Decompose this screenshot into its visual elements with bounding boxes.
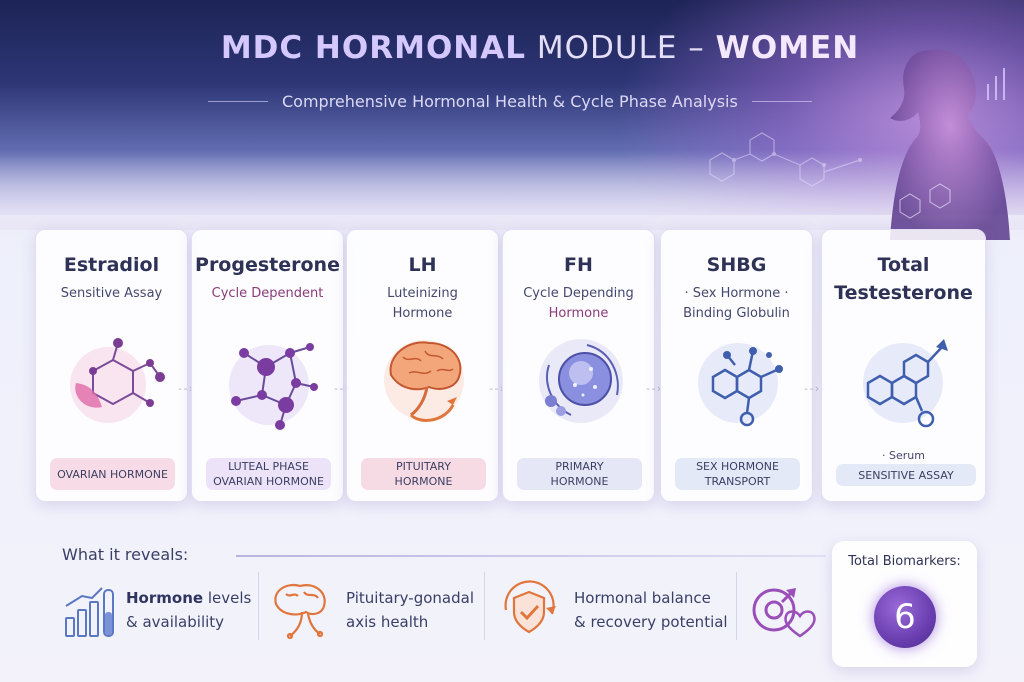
hexagon-network-decoration [709,132,862,187]
reveal-text: Hormone levels & availability [126,586,251,634]
card-badge-line-1: PITUITARY [396,460,451,473]
molecule-hexagon-icon [70,338,165,423]
biomarker-card-progesterone: Progesterone Cycle Dependent LUTEAL PHAS… [191,229,344,502]
reveal-item-pituitary-axis: Pituitary-gonadal axis health [268,578,474,642]
arrow-connector: - - › [334,382,349,395]
woman-silhouette-icon [890,49,1010,240]
card-badge: SEX HORMONE TRANSPORT [675,458,800,490]
reveal-text-line-1: Hormonal balance [574,589,711,607]
card-badge: PITUITARY HORMONE [361,458,486,490]
reveal-text-line-2: & availability [126,613,225,631]
arrow-connector: - - › [804,382,819,395]
card-badge-line: SENSITIVE ASSAY [858,468,954,482]
reveals-divider [236,555,826,557]
brain-icon [384,340,464,422]
subtitle-divider-left [208,100,268,102]
card-subtitle-line-2: Binding Globulin [683,306,790,321]
card-badge-line-1: SEX HORMONE [696,460,779,473]
card-title: LH [408,254,437,276]
title-part-3: WOMEN [715,30,860,66]
total-biomarkers-count: 6 [874,586,936,648]
shield-check-icon [504,580,556,634]
card-subtitle-line-2: Hormone [548,306,609,321]
biomarker-card-estradiol: Estradiol Sensitive Assay OVARIAN HORMON… [35,229,188,502]
card-badge-line: OVARIAN HORMONE [57,467,168,481]
subtitle-row: Comprehensive Hormonal Health & Cycle Ph… [208,88,848,114]
venus-heart-icon [752,588,816,638]
card-title: Progesterone [195,254,340,276]
card-badge-line-1: LUTEAL PHASE [228,460,309,473]
reveal-separator [484,572,485,640]
total-biomarkers-box: Total Biomarkers: 6 [832,541,977,667]
card-title: Estradiol [63,254,160,276]
card-badge: OVARIAN HORMONE [50,458,175,490]
card-badge-line-1: PRIMARY [555,460,604,473]
card-subtitle-line-2: Hormone [392,306,453,321]
card-badge: SENSITIVE ASSAY [836,464,976,486]
pituitary-brain-icon [274,583,326,640]
card-badge: PRIMARY HORMONE [517,458,642,490]
reveal-item-hormonal-balance: Hormonal balance & recovery potential [496,578,728,642]
subtitle-divider-right [751,100,812,102]
header-fade [0,150,1024,230]
card-subtitle-line-1: Luteinizing [387,286,458,301]
biomarker-card-fh: FH Cycle Depending Hormone PRIMARY HORMO… [502,229,655,502]
biomarker-card-total-testesterone: Total Testesterone · Serum SENSITIVE ASS… [821,229,986,502]
reveal-text-line-2: axis health [346,613,429,631]
reveal-text: Pituitary-gonadal axis health [346,586,474,634]
title-part-1: MDC HORMONAL [220,30,526,66]
reveal-text-bold: Hormone [126,589,204,607]
card-badge: LUTEAL PHASE OVARIAN HORMONE [206,458,331,490]
page-title: MDC HORMONAL MODULE – WOMEN [0,30,1024,66]
card-badge-line-2: HORMONE [394,475,453,488]
card-title-line-2: Testesterone [834,282,973,304]
card-subtitle-line-1: Cycle Depending [523,286,634,301]
subtitle: Comprehensive Hormonal Health & Cycle Ph… [282,91,738,111]
molecule-network-icon [229,343,318,430]
testosterone-molecule-icon [863,339,948,428]
follicle-cell-icon [539,339,623,423]
arrow-connector: - - › [489,382,504,395]
arrow-connector: - - › [178,382,193,395]
card-subtitle: Cycle Dependent [211,286,324,301]
reveal-separator [258,572,259,640]
reveal-separator [736,572,737,640]
card-subtitle-line-1: · Sex Hormone · [684,286,789,301]
reveal-text-line-2: & recovery potential [574,613,728,631]
total-biomarkers-label: Total Biomarkers: [848,554,961,569]
biomarker-card-lh: LH Luteinizing Hormone PITUITARY HORMONE [346,229,499,502]
reveal-text-line-1: Pituitary-gonadal [346,589,474,607]
card-subtitle: Sensitive Assay [60,286,163,301]
card-badge-line-2: TRANSPORT [704,475,771,488]
reveal-item-hormone-levels: Hormone levels & availability [62,578,251,642]
biomarker-card-shbg: SHBG · Sex Hormone · Binding Globulin SE… [660,229,813,502]
reveal-text-line-1: levels [207,589,252,607]
card-subtitle: · Serum [882,449,925,462]
reveal-text: Hormonal balance & recovery potential [574,586,728,634]
protein-molecule-icon [698,343,783,427]
card-title: FH [564,254,593,276]
card-badge-line-2: HORMONE [550,475,609,488]
title-part-2: MODULE – [536,30,705,66]
card-title-line-1: Total [877,254,930,276]
card-title: SHBG [706,254,767,276]
reveals-heading: What it reveals: [62,545,189,564]
card-badge-line-2: OVARIAN HORMONE [213,475,324,488]
reveal-item-venus-heart [748,578,820,642]
bar-chart-vial-icon [65,587,114,637]
arrow-connector: - - › [646,382,661,395]
